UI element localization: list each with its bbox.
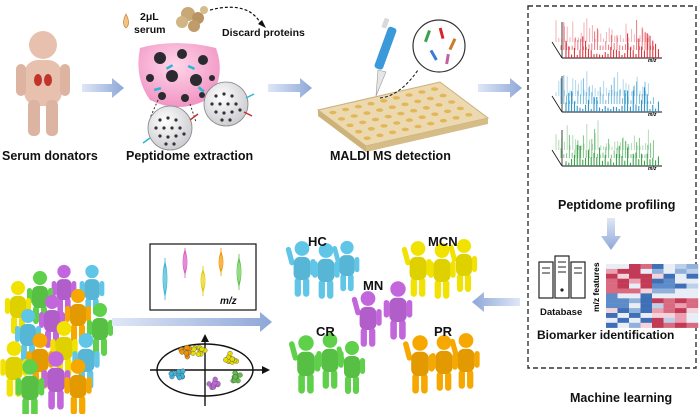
person-icon [449, 333, 480, 389]
person-icon [87, 303, 113, 356]
person-icon [64, 359, 92, 414]
label-serum-volume: 2μL [140, 11, 159, 23]
label-cr: CR [316, 324, 335, 339]
magnifier-circle [412, 19, 466, 73]
person-icon [383, 281, 413, 340]
label-hc: HC [308, 234, 327, 249]
serum-droplet-icon [123, 13, 129, 29]
violin-axis-label: m/z [220, 296, 237, 307]
silica-bead-icon [142, 105, 199, 151]
person-icon [79, 264, 105, 316]
arrow-right-icon [82, 78, 124, 98]
person-icon [428, 243, 456, 299]
label-biomarker-identification: Biomarker identification [537, 328, 674, 342]
patient-crowd [0, 264, 113, 414]
label-peptidome-extraction: Peptidome extraction [126, 149, 253, 163]
group-pr [403, 333, 480, 394]
group-cr [289, 333, 365, 394]
label-pr: PR [434, 324, 453, 339]
group-mn [351, 281, 413, 347]
arrow-right-icon [112, 312, 272, 332]
label-serum-donators: Serum donators [2, 149, 98, 163]
person-icon [312, 243, 340, 299]
person-icon [336, 341, 365, 394]
person-icon [289, 335, 321, 394]
label-mcn: MCN [428, 234, 458, 249]
spectrum-green-axis-label: m/z [648, 166, 657, 172]
person-icon [15, 359, 45, 414]
person-icon [430, 335, 458, 391]
arrow-down-icon [601, 218, 621, 250]
peptidome-extraction-illustration: 2μL serum Discard proteins [123, 6, 305, 151]
kidney-left-icon [34, 74, 42, 86]
person-icon [41, 351, 71, 410]
spectrum-blue [551, 71, 662, 113]
arrow-right-icon [478, 78, 522, 98]
person-icon [285, 241, 316, 297]
label-discard-proteins: Discard proteins [222, 27, 305, 39]
silica-bead-icon [203, 81, 255, 127]
label-machine-learning: Machine learning [570, 391, 672, 405]
arrow-left-icon [472, 292, 520, 312]
spectrum-red-axis-label: m/z [648, 58, 657, 64]
person-icon [351, 291, 382, 347]
spectrum-blue-axis-label: m/z [648, 112, 657, 118]
sample-spots [329, 87, 473, 140]
group-hc [285, 240, 360, 299]
spectrum-green [551, 120, 662, 167]
label-database: Database [540, 307, 582, 318]
heatmap [606, 264, 699, 328]
protein-icon [176, 6, 208, 32]
maldi-plate-illustration [316, 17, 490, 152]
person-icon [0, 341, 28, 397]
person-icon [403, 335, 435, 394]
person-icon [316, 333, 344, 389]
group-mcn [401, 239, 477, 299]
label-mn: MN [363, 278, 383, 293]
spectrum-red [551, 18, 662, 59]
violin-plot [149, 243, 257, 311]
person-icon [39, 295, 65, 348]
label-serum: serum [134, 24, 166, 36]
machine-learning-box [527, 5, 697, 369]
person-icon [332, 240, 360, 292]
person-icon [401, 241, 432, 297]
label-mz-features: m/z features [591, 262, 601, 312]
person-icon [15, 309, 41, 362]
pipette-icon [374, 17, 397, 97]
pca-scatter [150, 334, 270, 406]
database-icon [538, 255, 586, 299]
label-maldi-ms-detection: MALDI MS detection [330, 149, 451, 163]
arrow-right-icon [268, 78, 312, 98]
person-icon [448, 239, 477, 292]
kidney-right-icon [44, 74, 52, 86]
label-peptidome-profiling: Peptidome profiling [558, 198, 675, 212]
serum-donator-figure [16, 31, 70, 136]
person-icon [51, 264, 77, 316]
